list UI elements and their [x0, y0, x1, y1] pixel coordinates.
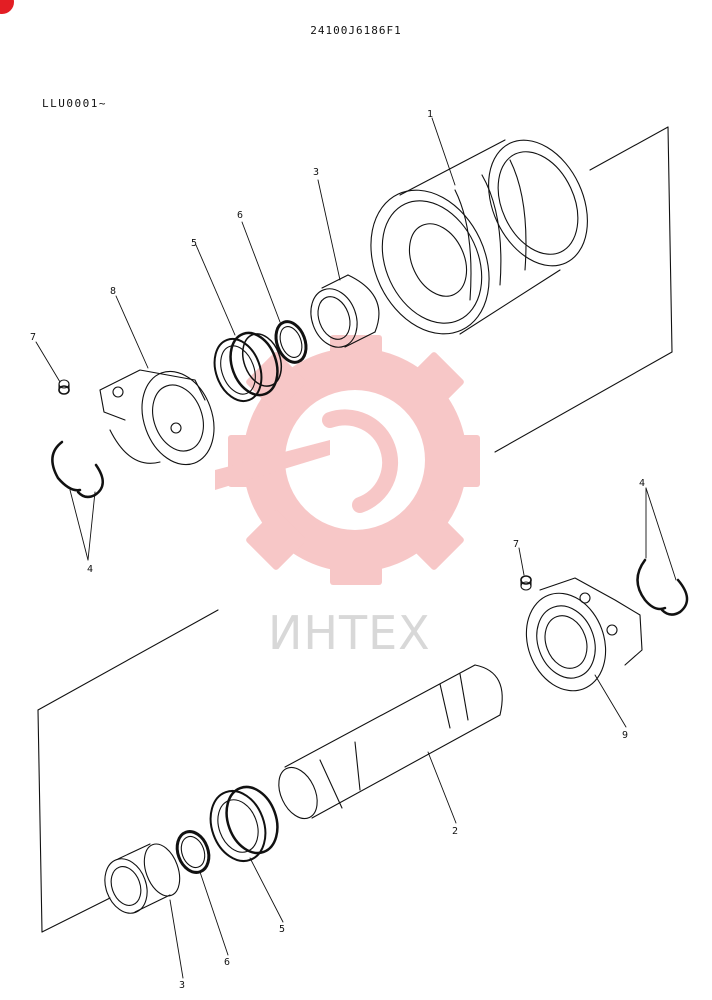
callout-6-upper: 6	[237, 210, 243, 221]
callout-3-upper: 3	[313, 167, 319, 178]
watermark-gear-icon	[215, 335, 480, 585]
part-6-o-ring-upper	[274, 320, 308, 364]
upper-frame-lines	[494, 126, 673, 453]
serial-range: LLU0001~	[42, 97, 107, 110]
part-1-roller-body	[370, 139, 588, 335]
callout-6-lower: 6	[224, 957, 230, 968]
part-2-shaft	[278, 664, 503, 820]
callout-3-lower: 3	[179, 980, 185, 991]
part-9-collar-lower	[525, 577, 643, 692]
callout-5-lower: 5	[279, 924, 285, 935]
part-7-plug-upper	[58, 379, 70, 395]
part-7-plug-lower	[520, 575, 532, 591]
callout-2: 2	[452, 826, 458, 837]
callout-5-upper: 5	[191, 238, 197, 249]
lower-frame-lines	[37, 609, 219, 933]
part-3-bushing-lower	[104, 843, 181, 914]
callout-4-upper: 4	[87, 564, 93, 575]
part-5-floating-seal-lower	[209, 785, 279, 862]
callout-labels: 1 3 6 5 8 7 4 4 7 9 2 5 6 3	[30, 109, 645, 991]
part-8-collar-upper	[99, 369, 215, 466]
callout-7-upper: 7	[30, 332, 36, 343]
callout-9: 9	[622, 730, 628, 741]
drawing-code: 24100J6186F1	[310, 24, 402, 37]
part-4-retaining-rings-upper	[51, 440, 104, 499]
callout-8: 8	[110, 286, 116, 297]
part-5-floating-seal-upper	[213, 331, 283, 402]
callout-4-lower: 4	[639, 478, 645, 489]
callout-7-lower: 7	[513, 539, 519, 550]
part-4-retaining-rings-lower	[636, 558, 689, 616]
callout-1: 1	[427, 109, 433, 120]
watermark-text: ИНТЕХ	[268, 606, 431, 660]
part-3-bushing-upper	[310, 274, 380, 348]
leader-lines	[35, 117, 677, 979]
